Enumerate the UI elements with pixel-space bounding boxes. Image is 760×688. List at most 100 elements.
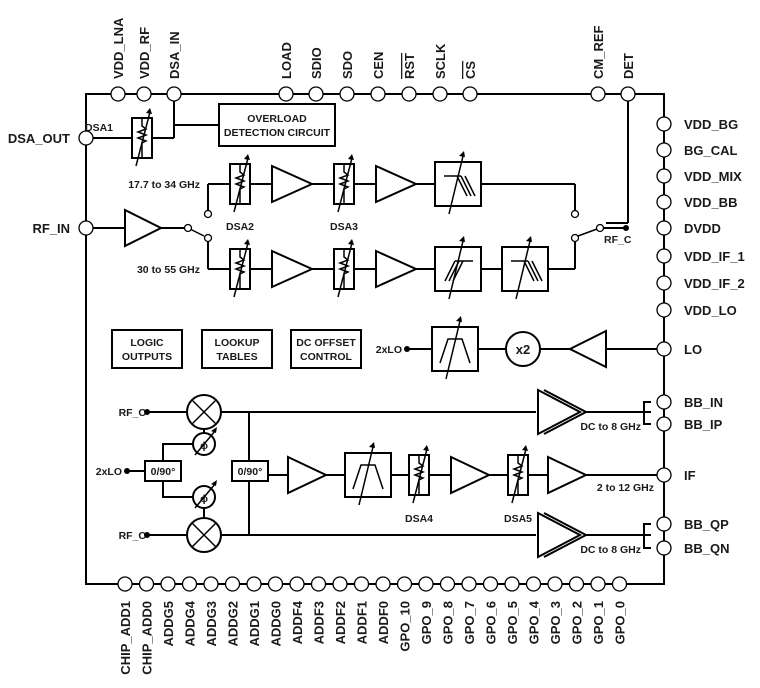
pin-dvdd: [656, 220, 672, 236]
pin-vdd_bb: [656, 194, 672, 210]
junction-dot: [124, 468, 130, 474]
pin-label-sclk: SCLK: [433, 43, 448, 79]
dsa5-label: DSA5: [504, 513, 532, 525]
resistor-icon: [337, 249, 351, 289]
pin-label-addf1: ADDF1: [355, 601, 370, 644]
rf-c-label: RF_C: [604, 234, 632, 246]
pin-rf_in: [78, 220, 94, 236]
pin-label-dvdd: DVDD: [684, 221, 721, 236]
frequency-doubler: [505, 331, 541, 367]
pin-label-gpo_1: GPO_1: [591, 601, 606, 644]
phase-symbol: ϕ: [200, 493, 208, 505]
lo-buffer-amplifier-icon: [567, 329, 607, 369]
pin-gpo_4: [525, 576, 542, 592]
dc-offset-control-block: [290, 329, 362, 369]
pin-label-bb_qp: BB_QP: [684, 517, 729, 532]
variable-arrow-icon: [194, 430, 216, 456]
pin-label-dsa_in: DSA_IN: [167, 31, 182, 79]
pin-addg0: [267, 576, 284, 592]
if-range-label: 2 to 12 GHz: [597, 482, 654, 494]
q-baseband-amplifier: [537, 511, 589, 559]
doubler-label: x2: [516, 342, 530, 357]
pin-addf4: [289, 576, 305, 592]
logic-outputs-block-label: OUTPUTS: [122, 351, 172, 363]
filter-body: [434, 246, 482, 292]
blocks: ϕϕ: [111, 103, 607, 559]
pin-lo: [656, 341, 672, 357]
switch-node: [570, 209, 580, 219]
amplifier-icon: [287, 455, 329, 495]
pin-bb_qp: [656, 516, 672, 532]
filter-body: [344, 452, 392, 498]
amplifier-icon: [271, 164, 315, 204]
i-baseband-amplifier: [537, 388, 589, 436]
pin-label-gpo_0: GPO_0: [613, 601, 628, 644]
amplifier-shadow-icon: [543, 512, 589, 558]
pin-label-chip_add1: CHIP_ADD1: [118, 601, 133, 675]
pin-label-addg3: ADDG3: [204, 601, 219, 647]
resistor-icon: [337, 164, 351, 204]
i-phase-shifter: ϕ: [192, 427, 217, 456]
amplifier-icon: [375, 249, 419, 289]
pin-vdd_rf: [136, 86, 152, 102]
dsa1: [131, 108, 153, 167]
resistor-icon: [511, 455, 525, 495]
pin-label-vdd_lo: VDD_LO: [684, 303, 737, 318]
pins: [78, 86, 672, 592]
filter-body: [501, 246, 549, 292]
pin-bb_ip: [656, 416, 672, 432]
if-quadrature-combiner: [231, 460, 269, 482]
pin-dsa_in: [166, 86, 182, 102]
resistor-icon: [135, 118, 149, 158]
pin-addf1: [353, 576, 370, 592]
arrow-head-icon: [459, 151, 465, 157]
lowpass-icon: [511, 260, 543, 282]
pin-gpo_0: [611, 576, 628, 592]
pin-label-gpo_6: GPO_6: [484, 601, 499, 644]
bb-i-range-label: DC to 8 GHz: [580, 421, 641, 433]
dsa5: [507, 445, 529, 504]
pin-label-gpo_8: GPO_8: [441, 601, 456, 644]
pin-label-vdd_if_1: VDD_IF_1: [684, 249, 745, 264]
pin-label-gpo_4: GPO_4: [527, 600, 542, 644]
pin-label-lo: LO: [684, 342, 702, 357]
variable-arrow-icon: [337, 242, 353, 298]
pin-vdd_if_1: [656, 248, 672, 264]
pin-vdd_mix: [656, 168, 672, 184]
2xlo-mixer-label: 2xLO: [96, 466, 122, 478]
variable-arrow-icon: [412, 448, 428, 504]
switch-node: [203, 209, 213, 219]
arrow-head-icon: [456, 316, 462, 322]
pin-gpo_5: [504, 576, 520, 592]
rf-c-q-label: RF_C: [119, 530, 147, 542]
pin-vdd_lna: [110, 86, 126, 102]
wire: [162, 481, 193, 498]
lookup-tables-block: [201, 329, 273, 369]
pin-cen: [370, 86, 386, 102]
lo-bandpass-filter: [431, 316, 479, 380]
pin-addg5: [160, 576, 176, 592]
variable-arrow-icon: [358, 446, 374, 506]
pin-label-addf4: ADDF4: [290, 600, 305, 644]
variable-arrow-icon: [445, 320, 461, 380]
pin-vdd_if_2: [656, 275, 672, 291]
dsa2-lower: [229, 239, 251, 298]
phase-symbol: ϕ: [200, 440, 208, 452]
pin-label-addg0: ADDG0: [269, 601, 284, 647]
highpass-filter-lower: [434, 236, 482, 300]
wires: [85, 93, 665, 585]
pin-label-vdd_mix: VDD_MIX: [684, 169, 742, 184]
overload-detection-circuit-label: DETECTION CIRCUIT: [224, 127, 331, 139]
switch-arm: [577, 228, 598, 237]
pin-label-addf2: ADDF2: [333, 601, 348, 644]
dsa4-label: DSA4: [405, 513, 433, 525]
pin-label-vdd_bb: VDD_BB: [684, 195, 737, 210]
pin-label-addg2: ADDG2: [226, 601, 241, 647]
pin-sclk: [432, 86, 448, 102]
pin-label-addf3: ADDF3: [312, 601, 327, 644]
pin-addg1: [246, 576, 262, 592]
pin-cs: [462, 86, 478, 102]
pin-addf3: [310, 576, 327, 592]
lookup-tables-block-label: TABLES: [216, 351, 257, 363]
pin-gpo_9: [418, 576, 434, 592]
